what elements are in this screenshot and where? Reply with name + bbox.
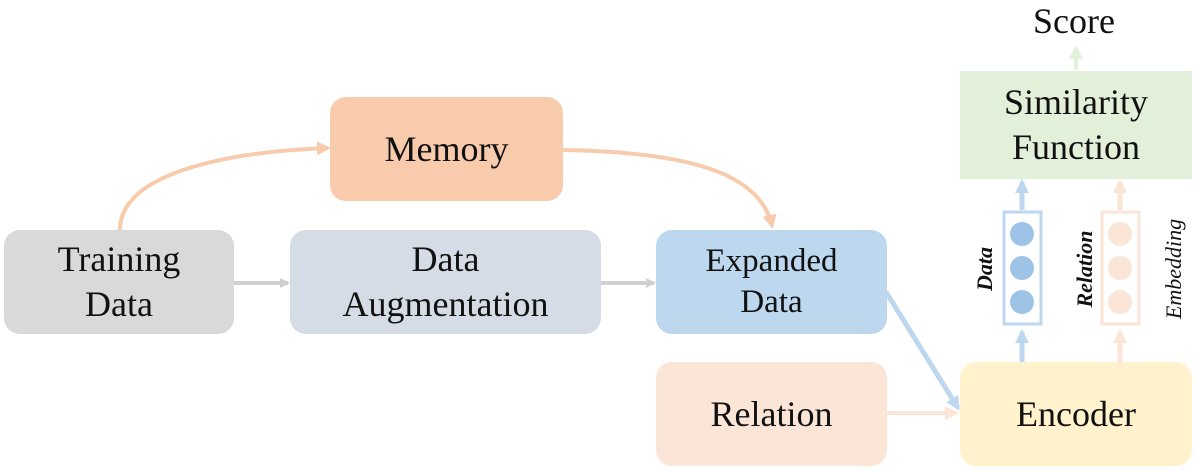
data-vector-label: Data xyxy=(972,247,997,291)
score-label: Score xyxy=(1033,1,1115,41)
expanded-data-label-line1: Expanded xyxy=(705,242,838,279)
encoder-label: Encoder xyxy=(1016,393,1136,434)
expanded-data-label-line2: Data xyxy=(740,284,803,320)
training-data-label-line2: Data xyxy=(85,284,153,324)
edge-training-to-memory xyxy=(118,141,331,231)
memory-label: Memory xyxy=(384,128,509,169)
data-vector-dot xyxy=(1010,290,1034,314)
similarity-function-label-line1: Similarity xyxy=(1004,82,1148,122)
relation-node: Relation xyxy=(656,362,887,466)
data-vector-dot xyxy=(1010,222,1034,246)
relation-label: Relation xyxy=(710,393,833,434)
training-data-label-line1: Training xyxy=(57,239,181,279)
embedding-caption: Embedding xyxy=(1161,218,1186,320)
memory-node: Memory xyxy=(330,97,563,201)
encoder-node: Encoder xyxy=(960,362,1192,466)
edge-memory-to-expanded xyxy=(562,148,777,229)
relation-vector-label: Relation xyxy=(1072,230,1097,308)
data-augmentation-label-line1: Data xyxy=(411,239,480,279)
data-augmentation-label-line2: Augmentation xyxy=(342,284,549,324)
similarity-function-label-line2: Function xyxy=(1011,127,1140,167)
data-vector-dot xyxy=(1010,256,1034,280)
relation-vector-dot xyxy=(1108,256,1132,280)
relation-vector-dot xyxy=(1108,290,1132,314)
edge-expanded-to-encoder xyxy=(883,290,961,411)
relation-vector-dot xyxy=(1108,222,1132,246)
